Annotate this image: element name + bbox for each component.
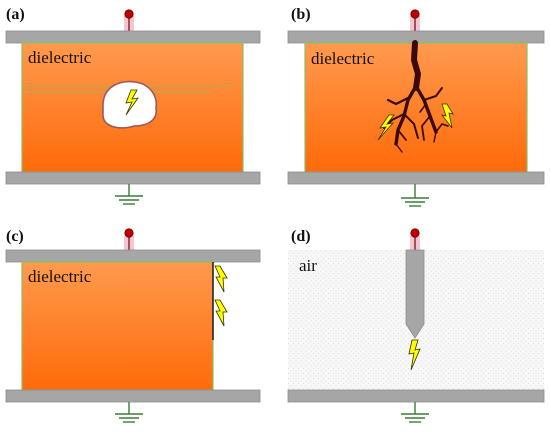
panel-d-label: (d) bbox=[291, 228, 311, 245]
top-electrode bbox=[5, 30, 261, 44]
lightning-spark-icon bbox=[214, 299, 228, 327]
high-voltage-terminal-icon bbox=[124, 228, 134, 250]
high-voltage-terminal-icon bbox=[124, 9, 134, 31]
high-voltage-terminal-icon bbox=[410, 9, 420, 31]
dielectric-block bbox=[21, 42, 244, 173]
ground-symbol-icon bbox=[115, 402, 143, 423]
panel-b-label: (b) bbox=[291, 6, 311, 23]
lightning-spark-icon bbox=[377, 114, 395, 141]
medium-label: air bbox=[299, 256, 317, 275]
ground-symbol-icon bbox=[115, 184, 143, 205]
high-voltage-terminal-icon bbox=[410, 228, 420, 250]
lightning-spark-icon bbox=[408, 339, 421, 371]
panel-a: (a) dielectric bbox=[5, 6, 261, 205]
medium-label: dielectric bbox=[311, 49, 375, 68]
top-electrode bbox=[5, 249, 261, 263]
panel-c-label: (c) bbox=[6, 228, 24, 245]
bottom-electrode bbox=[5, 171, 261, 185]
panel-b: (b) dielectric bbox=[287, 6, 545, 207]
ground-symbol-icon bbox=[401, 184, 429, 207]
cavity-void-icon bbox=[102, 80, 158, 129]
lightning-spark-icon bbox=[214, 265, 228, 293]
panel-c: (c) dielectric bbox=[5, 228, 261, 423]
bottom-electrode bbox=[287, 389, 545, 403]
ground-symbol-icon bbox=[401, 402, 429, 423]
electrical-tree-icon bbox=[383, 40, 449, 153]
bottom-electrode bbox=[5, 389, 261, 403]
medium-label: dielectric bbox=[28, 267, 92, 286]
dielectric-block bbox=[21, 261, 214, 391]
panel-a-label: (a) bbox=[6, 6, 25, 23]
panel-d: (d) air bbox=[287, 228, 545, 423]
lightning-spark-icon bbox=[125, 89, 139, 116]
lightning-spark-icon bbox=[440, 103, 454, 129]
medium-label: dielectric bbox=[28, 48, 92, 67]
needle-electrode-icon bbox=[405, 249, 425, 339]
bottom-electrode bbox=[287, 171, 545, 185]
